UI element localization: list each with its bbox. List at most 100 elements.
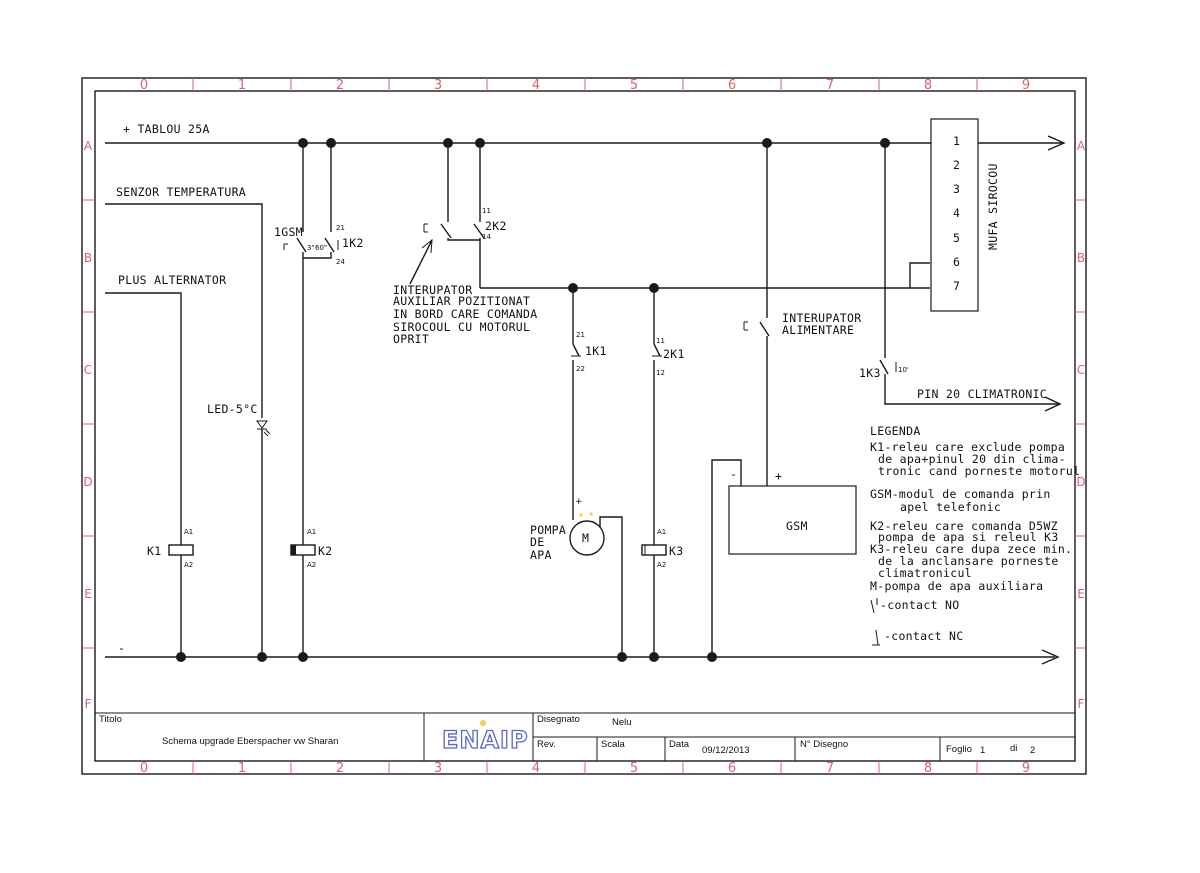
enaip-logo: ENAIP (441, 720, 528, 755)
titolo-value: Schema upgrade Eberspacher vw Sharan (162, 736, 338, 747)
grid-col-8: 8 (924, 761, 932, 776)
grid-columns-top: 0 1 2 3 4 5 6 7 8 9 (140, 78, 1030, 93)
legend-line: K3-releu care dupa zece min. (870, 542, 1072, 556)
k2-coil-marker (291, 545, 296, 555)
grid-row-e: E (84, 587, 92, 601)
junction-node (707, 652, 717, 662)
disegnato-label: Disegnato (537, 714, 580, 725)
pump-motor (569, 520, 605, 556)
k2k2-label: 2K2 (485, 219, 507, 233)
junction-node (475, 138, 485, 148)
grid-col-5: 5 (630, 761, 638, 776)
connector-pin-4: 4 (953, 206, 960, 220)
grid-row-b: B (1077, 251, 1085, 265)
c1k3-label: 1K3 (859, 366, 881, 380)
legend-line: M-pompa de apa auxiliara (870, 579, 1043, 593)
pump-plus: + (575, 497, 583, 507)
pin-22-1k1: 22 (576, 365, 585, 373)
grid-row-f: F (85, 697, 92, 711)
negative-rail-label: - (118, 641, 125, 655)
positive-rail-arrow (1047, 135, 1066, 151)
legend-title: LEGENDA (870, 424, 921, 438)
positive-rail-label: + TABLOU 25A (123, 122, 210, 136)
k1-pin-a1: A1 (184, 528, 193, 536)
motor-label: M (582, 531, 589, 545)
led-icon (256, 420, 271, 437)
k1-contact-2k1 (652, 343, 662, 357)
pump-label-2: DE (530, 535, 544, 549)
grid-row-a: A (1077, 139, 1086, 153)
pump-accent (579, 513, 583, 517)
data-value: 09/12/2013 (702, 745, 750, 756)
pin-11-k2k2: 11 (482, 207, 491, 215)
connector-pin-1: 1 (953, 134, 960, 148)
grid-rows-right: A B C D E F (1076, 139, 1086, 711)
connector-pin-7: 7 (953, 279, 960, 293)
grid-col-7: 7 (826, 78, 834, 93)
k2-timer-label: 60" (315, 244, 327, 252)
legend-line: pompa de apa si releul K3 (878, 530, 1059, 544)
gsm-plus: + (775, 469, 782, 483)
foglio-label: Foglio (946, 744, 972, 755)
grid-rows-left: A B C D E F (83, 139, 93, 711)
grid-col-3: 3 (434, 761, 442, 776)
k1-contact-1k1 (571, 343, 581, 357)
contact-no-icon (870, 598, 878, 614)
led-label: LED-5°C (207, 402, 258, 416)
k3-pin-a1: A1 (657, 528, 666, 536)
junction-node (298, 652, 308, 662)
grid-col-6: 6 (728, 78, 736, 93)
climatronic-wire (884, 374, 1060, 405)
k3-timer-label: 10' (898, 366, 909, 374)
k3-coil (641, 544, 667, 556)
grid-col-2: 2 (336, 78, 344, 93)
k2-pin-a2: A2 (307, 561, 316, 569)
power-switch (743, 321, 770, 337)
connector-pin-6: 6 (953, 255, 960, 269)
junction-node (176, 652, 186, 662)
grid-col-1: 1 (238, 78, 246, 93)
grid-col-8: 8 (924, 78, 932, 93)
title-block: Titolo Schema upgrade Eberspacher vw Sha… (95, 712, 1075, 761)
pin-24-k2: 24 (336, 258, 345, 266)
legend-line: -contact NO (880, 598, 959, 612)
junction-node (257, 652, 267, 662)
legend-line: GSM-modul de comanda prin (870, 487, 1051, 501)
legend-line: tronic cand porneste motorul (878, 464, 1080, 478)
legend-line: de apa+pinul 20 din clima- (878, 452, 1066, 466)
grid-row-f: F (1078, 697, 1085, 711)
pin-14-k2k2: 14 (482, 233, 491, 241)
aux-switch-label-3: IN BORD CARE COMANDA (393, 307, 537, 321)
k1-pin-a2: A2 (184, 561, 193, 569)
grid-col-9: 9 (1022, 761, 1030, 776)
k3-pin-a2: A2 (657, 561, 666, 569)
junction-nodes (176, 138, 890, 662)
gsm-contact-label: 1GSM (274, 225, 303, 239)
alternator-label: PLUS ALTERNATOR (118, 273, 226, 287)
gsm-module (728, 485, 857, 555)
gsm-minus: - (730, 467, 737, 481)
junction-node (298, 138, 308, 148)
grid-col-0: 0 (140, 78, 148, 93)
k2-pin-a1: A1 (307, 528, 316, 536)
grid-col-2: 2 (336, 761, 344, 776)
gsm-contact-switch (283, 237, 307, 253)
power-switch-label-2: ALIMENTARE (782, 323, 854, 337)
aux-switch (423, 223, 452, 239)
k1-label: K1 (147, 544, 161, 558)
aux-arrow-line (409, 239, 433, 285)
gsm-timer-label: 3" (307, 244, 315, 252)
gsm-module-label: GSM (786, 519, 808, 533)
pin-21-1k1: 21 (576, 331, 585, 339)
k3-label: K3 (669, 544, 683, 558)
k2-1k2-switch (324, 237, 339, 253)
connector-pin6-wire (909, 262, 930, 288)
scala-label: Scala (601, 739, 625, 750)
connector-title: MUFA SIROCOU (986, 163, 1000, 250)
di-value: 2 (1030, 745, 1035, 756)
grid-columns-bottom: 0 1 2 3 4 5 6 7 8 9 (140, 761, 1030, 776)
legend-line: K2-releu care comanda D5WZ (870, 519, 1058, 533)
k2-label: K2 (318, 544, 332, 558)
k2k2-switch (473, 223, 485, 239)
